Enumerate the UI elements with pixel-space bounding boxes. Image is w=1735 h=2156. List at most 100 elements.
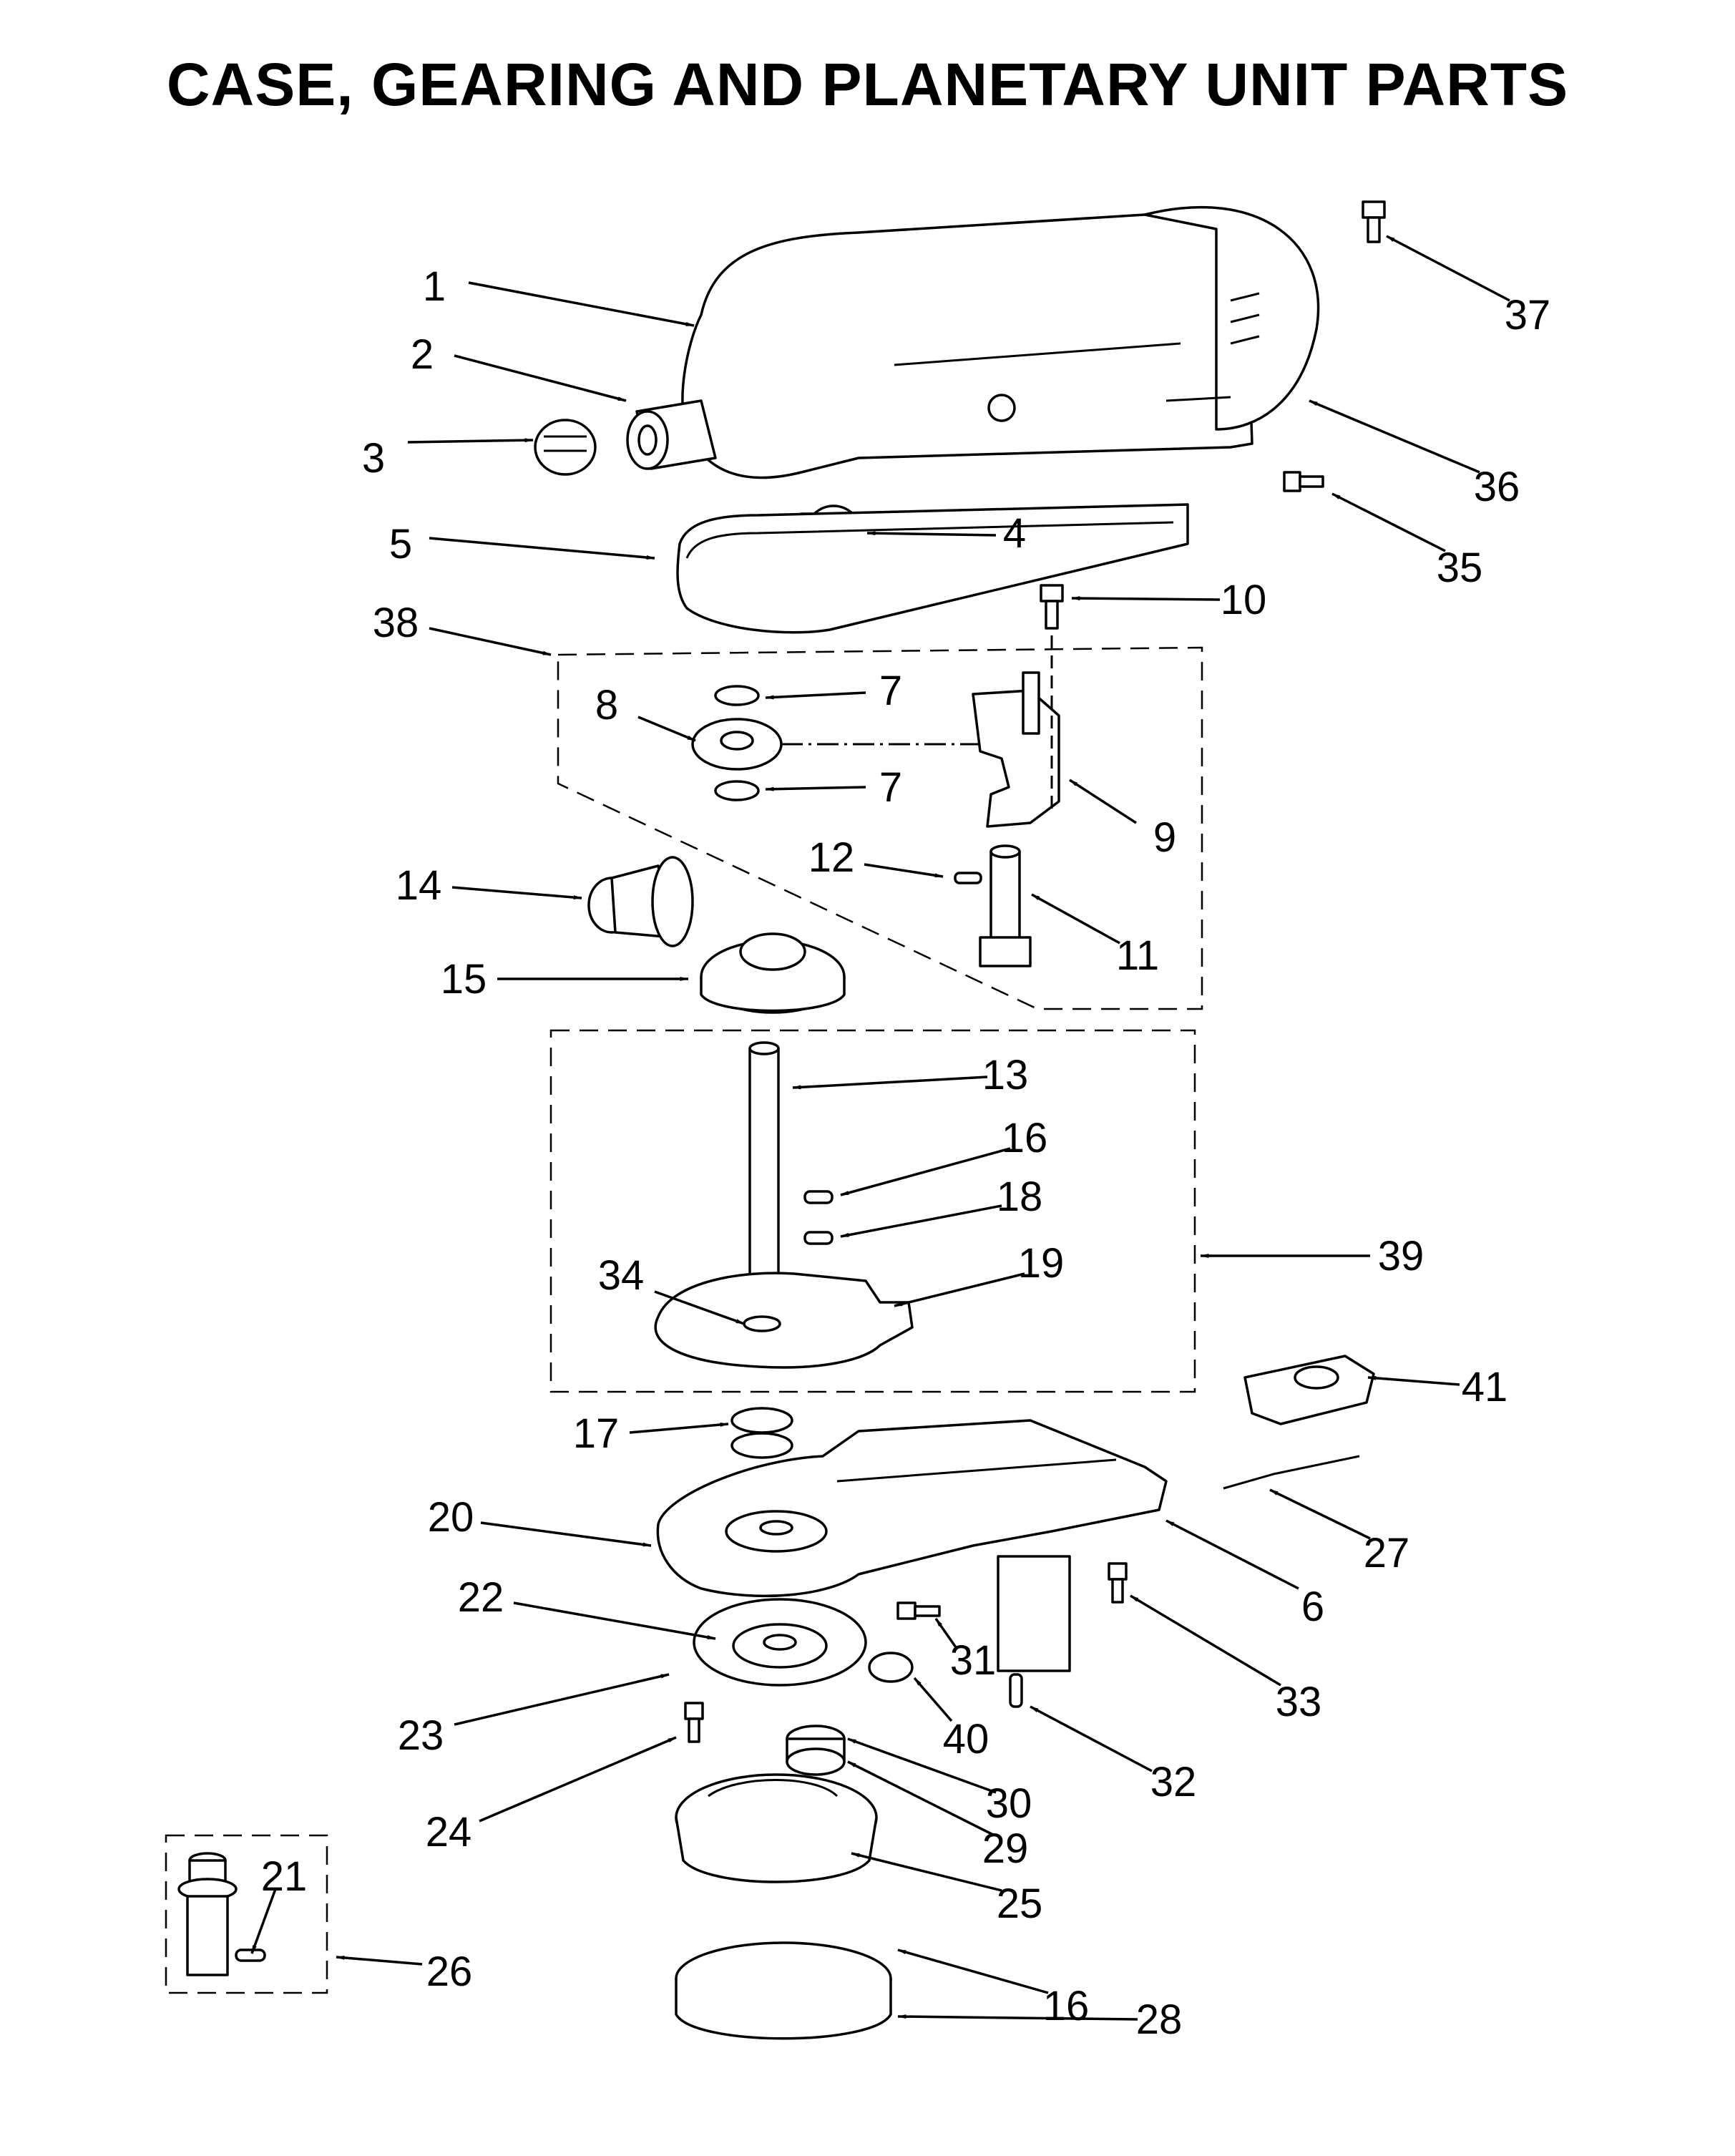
retaining-ring <box>868 1652 914 1683</box>
group-box-26 <box>165 1834 328 1994</box>
leader-line-31 <box>934 1617 959 1651</box>
leader-line-26 <box>336 1955 423 1966</box>
screw-10 <box>1040 584 1064 630</box>
control-board <box>1243 1355 1375 1425</box>
leader-line-14 <box>451 886 582 900</box>
pinion-shaft <box>979 844 1032 967</box>
pin-18 <box>803 1231 834 1245</box>
callout-label-26: 26 <box>426 1948 473 1995</box>
leader-line-7 <box>765 691 866 700</box>
callout-label-27: 27 <box>1364 1530 1410 1576</box>
callout-label-25: 25 <box>997 1881 1043 1927</box>
callout-label-17: 17 <box>573 1410 620 1457</box>
callout-label-36: 36 <box>1474 464 1520 510</box>
motor-housing <box>681 205 1320 479</box>
hub-cap <box>534 419 597 476</box>
callout-label-32: 32 <box>1150 1759 1197 1805</box>
washer-bottom <box>714 780 760 801</box>
leader-line-20 <box>480 1521 652 1547</box>
screw-24 <box>684 1702 704 1743</box>
leader-line-16 <box>897 1948 1049 1994</box>
shaft-bracket <box>972 615 1060 828</box>
leader-line-34 <box>654 1290 745 1325</box>
screw-33 <box>1108 1562 1128 1604</box>
callout-label-37: 37 <box>1505 292 1551 338</box>
callout-label-3: 3 <box>362 435 385 482</box>
wire <box>1223 1455 1360 1490</box>
pin-16 <box>803 1190 834 1204</box>
leader-line-30 <box>847 1737 997 1794</box>
leader-line-3 <box>407 438 534 444</box>
leader-line-38 <box>429 627 552 656</box>
pin-32 <box>1009 1673 1023 1708</box>
page-title: CASE, GEARING AND PLANETARY UNIT PARTS <box>166 51 1569 118</box>
callout-label-15: 15 <box>441 956 487 1003</box>
callout-label-7: 7 <box>879 668 902 714</box>
callout-label-24: 24 <box>426 1809 472 1855</box>
thrust-washer-top <box>730 1407 793 1434</box>
leader-line-4 <box>866 531 997 537</box>
callout-label-29: 29 <box>982 1825 1029 1872</box>
callout-label-16: 16 <box>1002 1115 1048 1161</box>
leader-line-36 <box>1309 399 1480 474</box>
leader-line-13 <box>792 1075 988 1090</box>
planetary-housing <box>675 1773 878 1883</box>
callout-label-20: 20 <box>428 1494 474 1541</box>
callout-label-39: 39 <box>1378 1233 1424 1279</box>
callout-label-34: 34 <box>598 1252 645 1299</box>
screw-37 <box>1362 200 1386 243</box>
group-box-38 <box>557 646 1203 1010</box>
callout-label-19: 19 <box>1018 1240 1065 1287</box>
callout-label-4: 4 <box>1003 510 1026 557</box>
leader-line-21 <box>250 1888 277 1954</box>
callout-label-22: 22 <box>458 1574 504 1621</box>
callout-labels: 1234567789101112131415161617181920212223… <box>261 263 1551 2043</box>
spur-gear-hub <box>587 856 694 947</box>
leader-line-25 <box>851 1852 1002 1892</box>
worm-gear <box>691 718 980 771</box>
callout-label-31: 31 <box>950 1637 997 1684</box>
leader-line-11 <box>1031 893 1120 945</box>
callout-label-9: 9 <box>1153 814 1176 861</box>
callout-label-8: 8 <box>595 682 618 728</box>
callout-label-40: 40 <box>943 1716 989 1762</box>
callout-label-5: 5 <box>389 521 412 567</box>
leader-line-18 <box>840 1204 1002 1238</box>
leader-line-35 <box>1331 492 1446 552</box>
leader-line-29 <box>847 1760 995 1837</box>
planetary-shaft <box>748 1041 780 1293</box>
callout-label-18: 18 <box>997 1174 1043 1220</box>
leader-line-10 <box>1071 596 1221 601</box>
hub-collar <box>626 399 717 470</box>
callout-label-33: 33 <box>1276 1679 1322 1725</box>
callout-leaders <box>250 235 1510 2021</box>
callout-label-6: 6 <box>1301 1584 1324 1630</box>
callout-label-2: 2 <box>411 331 434 378</box>
leader-line-22 <box>513 1601 716 1640</box>
leader-line-19 <box>894 1272 1025 1307</box>
leader-line-17 <box>629 1422 729 1434</box>
callout-label-30: 30 <box>986 1780 1032 1827</box>
leader-line-41 <box>1367 1375 1460 1386</box>
planet-gear <box>786 1725 846 1776</box>
group-box-39 <box>549 1029 1196 1393</box>
pin-12 <box>954 872 982 884</box>
leader-line-8 <box>637 716 696 742</box>
callout-label-13: 13 <box>982 1052 1029 1098</box>
gasket <box>654 1272 914 1369</box>
leader-line-5 <box>429 537 655 560</box>
leader-line-12 <box>864 863 944 878</box>
callout-label-7: 7 <box>879 764 902 811</box>
callout-label-14: 14 <box>396 862 442 909</box>
leader-line-1 <box>468 281 695 327</box>
callout-label-28: 28 <box>1136 1996 1183 2043</box>
leader-line-37 <box>1386 235 1510 302</box>
leader-line-2 <box>454 354 627 402</box>
callout-label-23: 23 <box>398 1712 444 1759</box>
leader-line-7 <box>765 786 866 791</box>
screw-31 <box>896 1601 941 1620</box>
leader-line-24 <box>479 1736 677 1823</box>
leader-line-27 <box>1269 1488 1371 1540</box>
washer-top <box>714 685 760 706</box>
